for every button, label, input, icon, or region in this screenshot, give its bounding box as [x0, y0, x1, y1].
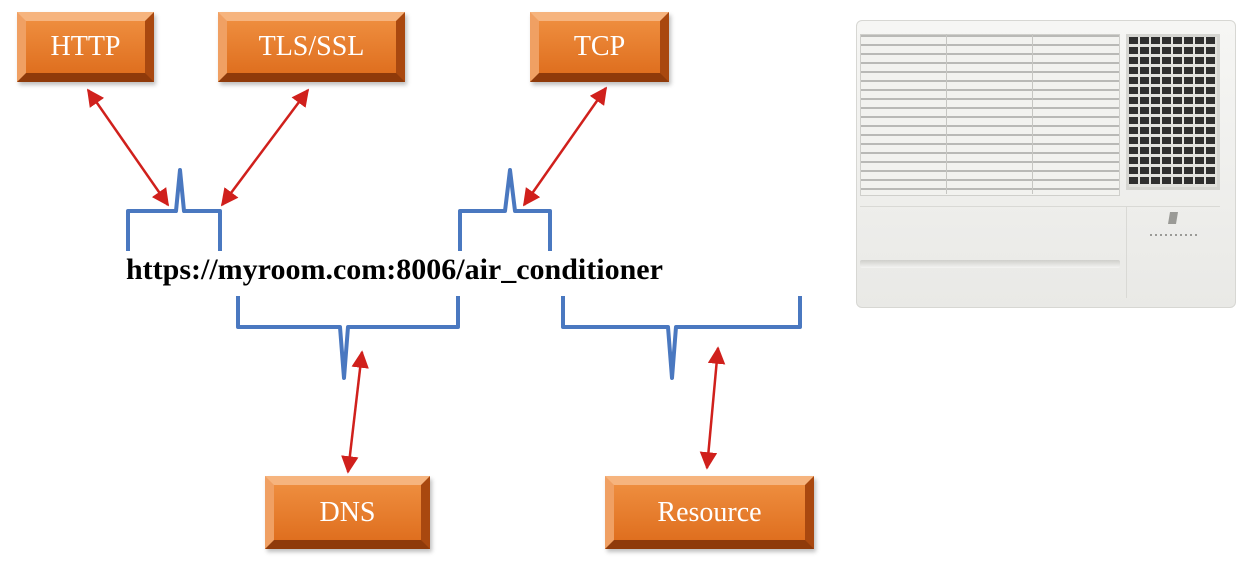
brace-domain — [236, 296, 460, 380]
arrow-http — [86, 88, 170, 207]
arrow-tcp — [522, 86, 608, 207]
resource-box: Resource — [605, 476, 814, 549]
tcp-box: TCP — [530, 12, 669, 82]
ac-panel-seam — [1126, 206, 1127, 298]
ac-right-vent — [1126, 34, 1220, 190]
brace-path — [561, 296, 802, 380]
ac-left-grille — [860, 34, 1120, 196]
http-box: HTTP — [17, 12, 154, 82]
url-text: https://myroom.com:8006/air_conditioner — [126, 253, 663, 286]
brace-port — [458, 168, 552, 251]
air-conditioner-image — [850, 20, 1245, 312]
ac-front-panel — [860, 206, 1220, 299]
ac-grille-divider — [1032, 34, 1033, 194]
ac-brand-mark — [1150, 234, 1200, 236]
ac-grille-divider — [946, 34, 947, 194]
ac-logo-icon — [1168, 212, 1178, 224]
brace-scheme — [126, 168, 222, 251]
arrow-resource — [699, 346, 726, 470]
dns-box: DNS — [265, 476, 430, 549]
arrow-dns — [341, 350, 369, 474]
ac-air-slot — [860, 260, 1120, 268]
tls-ssl-box: TLS/SSL — [218, 12, 405, 82]
arrow-tls — [220, 88, 310, 207]
